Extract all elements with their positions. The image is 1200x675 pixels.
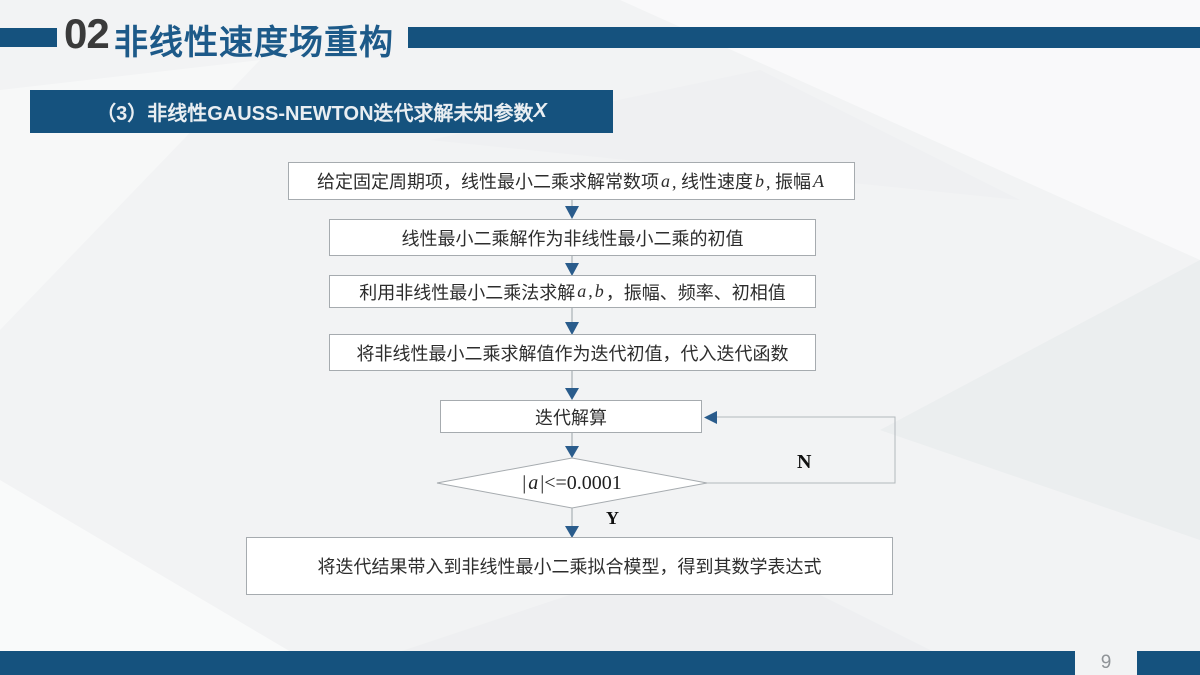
footer-bar-left bbox=[0, 651, 1075, 675]
subtitle-param: X bbox=[533, 100, 547, 122]
param-b: b bbox=[755, 170, 764, 191]
step-text: 迭代解算 bbox=[535, 407, 607, 428]
bg-facet bbox=[620, 0, 1200, 260]
flow-step-final-model: 将迭代结果带入到非线性最小二乘拟合模型，得到其数学表达式 bbox=[246, 537, 893, 595]
param-a: a bbox=[577, 281, 587, 301]
no-branch-label: N bbox=[797, 451, 812, 473]
arrowhead-down bbox=[565, 526, 579, 538]
header-right-bar bbox=[408, 27, 1200, 48]
arrowhead-down bbox=[565, 388, 579, 400]
flow-step-linear-as-initial: 线性最小二乘解作为非线性最小二乘的初值 bbox=[329, 219, 816, 256]
arrowhead-down bbox=[565, 206, 579, 219]
step-text: 将非线性最小二乘求解值作为迭代初值，代入迭代函数 bbox=[356, 343, 789, 364]
step-text: , bbox=[588, 281, 593, 301]
header-left-bar bbox=[0, 28, 57, 47]
subtitle-text: （3）非线性GAUSS-NEWTON迭代求解未知参数 bbox=[96, 103, 534, 125]
bg-facet bbox=[0, 480, 330, 675]
arrowhead-left bbox=[704, 411, 717, 424]
bg-facet bbox=[880, 260, 1200, 540]
step-text: , 振幅 bbox=[766, 172, 811, 192]
step-text: 给定固定周期项，线性最小二乘求解常数项 bbox=[317, 172, 659, 192]
bg-facet bbox=[330, 545, 980, 675]
no-branch-loop-line bbox=[707, 416, 896, 484]
param-b: b bbox=[594, 281, 604, 301]
page-number: 9 bbox=[1100, 652, 1112, 673]
condition-text: |<=0.0001 bbox=[540, 471, 622, 494]
decision-diamond bbox=[436, 457, 708, 509]
flow-step-iterate-solve: 迭代解算 bbox=[440, 400, 702, 433]
arrowhead-down bbox=[565, 322, 579, 335]
arrowhead-down bbox=[565, 446, 579, 458]
param-a: a bbox=[528, 471, 539, 494]
arrowhead-down bbox=[565, 263, 579, 276]
decision-condition: |a|<=0.0001 bbox=[437, 459, 707, 507]
flow-step-nonlinear-solve: 利用非线性最小二乘法求解 a ,b ，振幅、频率、初相值 bbox=[329, 275, 816, 308]
footer-bar-right bbox=[1137, 651, 1200, 675]
step-text: 线性最小二乘解作为非线性最小二乘的初值 bbox=[401, 228, 744, 249]
abs-bar: | bbox=[522, 471, 527, 494]
page-number-slot: 9 bbox=[1075, 651, 1137, 675]
step-text: ，振幅、频率、初相值 bbox=[605, 282, 786, 303]
step-text: 将迭代结果带入到非线性最小二乘拟合模型，得到其数学表达式 bbox=[317, 557, 822, 577]
step-text: , 线性速度 bbox=[672, 172, 753, 192]
yes-branch-label: Y bbox=[606, 508, 619, 528]
flow-step-iteration-initial: 将非线性最小二乘求解值作为迭代初值，代入迭代函数 bbox=[329, 334, 816, 371]
page-title: 非线性速度场重构 bbox=[114, 24, 394, 62]
section-number: 02 bbox=[64, 10, 110, 57]
step-text: 利用非线性最小二乘法求解 bbox=[359, 282, 576, 303]
param-a: a bbox=[661, 170, 670, 191]
param-A: A bbox=[813, 170, 824, 191]
bg-facet bbox=[430, 70, 1020, 200]
